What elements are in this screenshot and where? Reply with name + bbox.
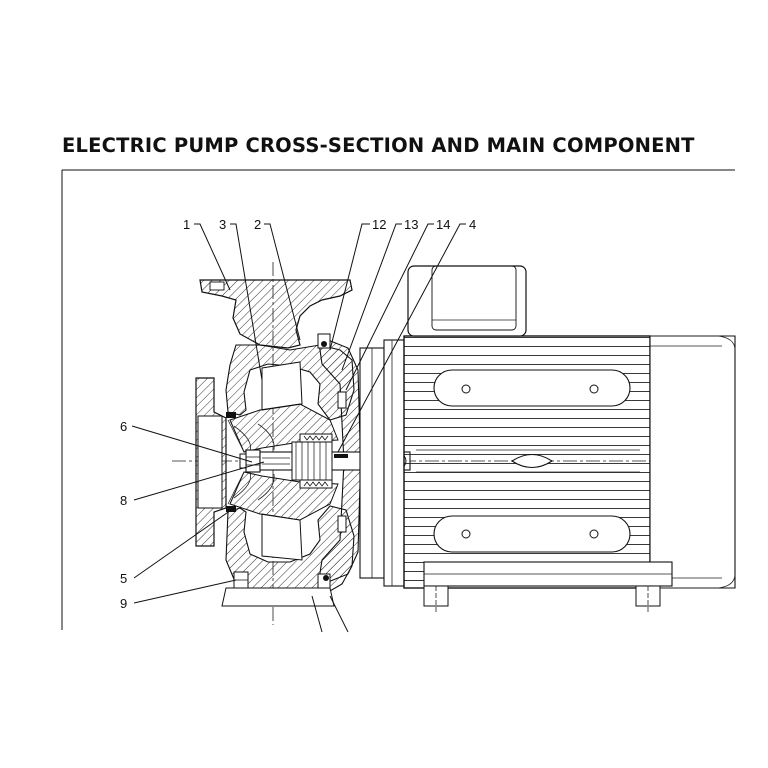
drawing-frame [61, 169, 735, 630]
callout-12: 12 [372, 217, 386, 232]
callout-2: 2 [254, 217, 261, 232]
callout-14: 14 [436, 217, 450, 232]
motor-icon [359, 335, 736, 589]
callout-9: 9 [120, 596, 127, 611]
motor-feet-icon [423, 561, 673, 612]
callout-4: 4 [469, 217, 476, 232]
pump-casing-icon [195, 279, 361, 607]
callout-13: 13 [404, 217, 418, 232]
diagram-title: ELECTRIC PUMP CROSS-SECTION AND MAIN COM… [62, 134, 695, 157]
terminal-box-icon [407, 265, 527, 337]
callout-1: 1 [183, 217, 190, 232]
callout-3: 3 [219, 217, 226, 232]
callout-leaders [131, 223, 466, 633]
callout-labels: 1 3 2 12 13 14 4 6 8 5 9 [120, 217, 476, 611]
callout-8: 8 [120, 493, 127, 508]
callout-5: 5 [120, 571, 127, 586]
callout-6: 6 [120, 419, 127, 434]
